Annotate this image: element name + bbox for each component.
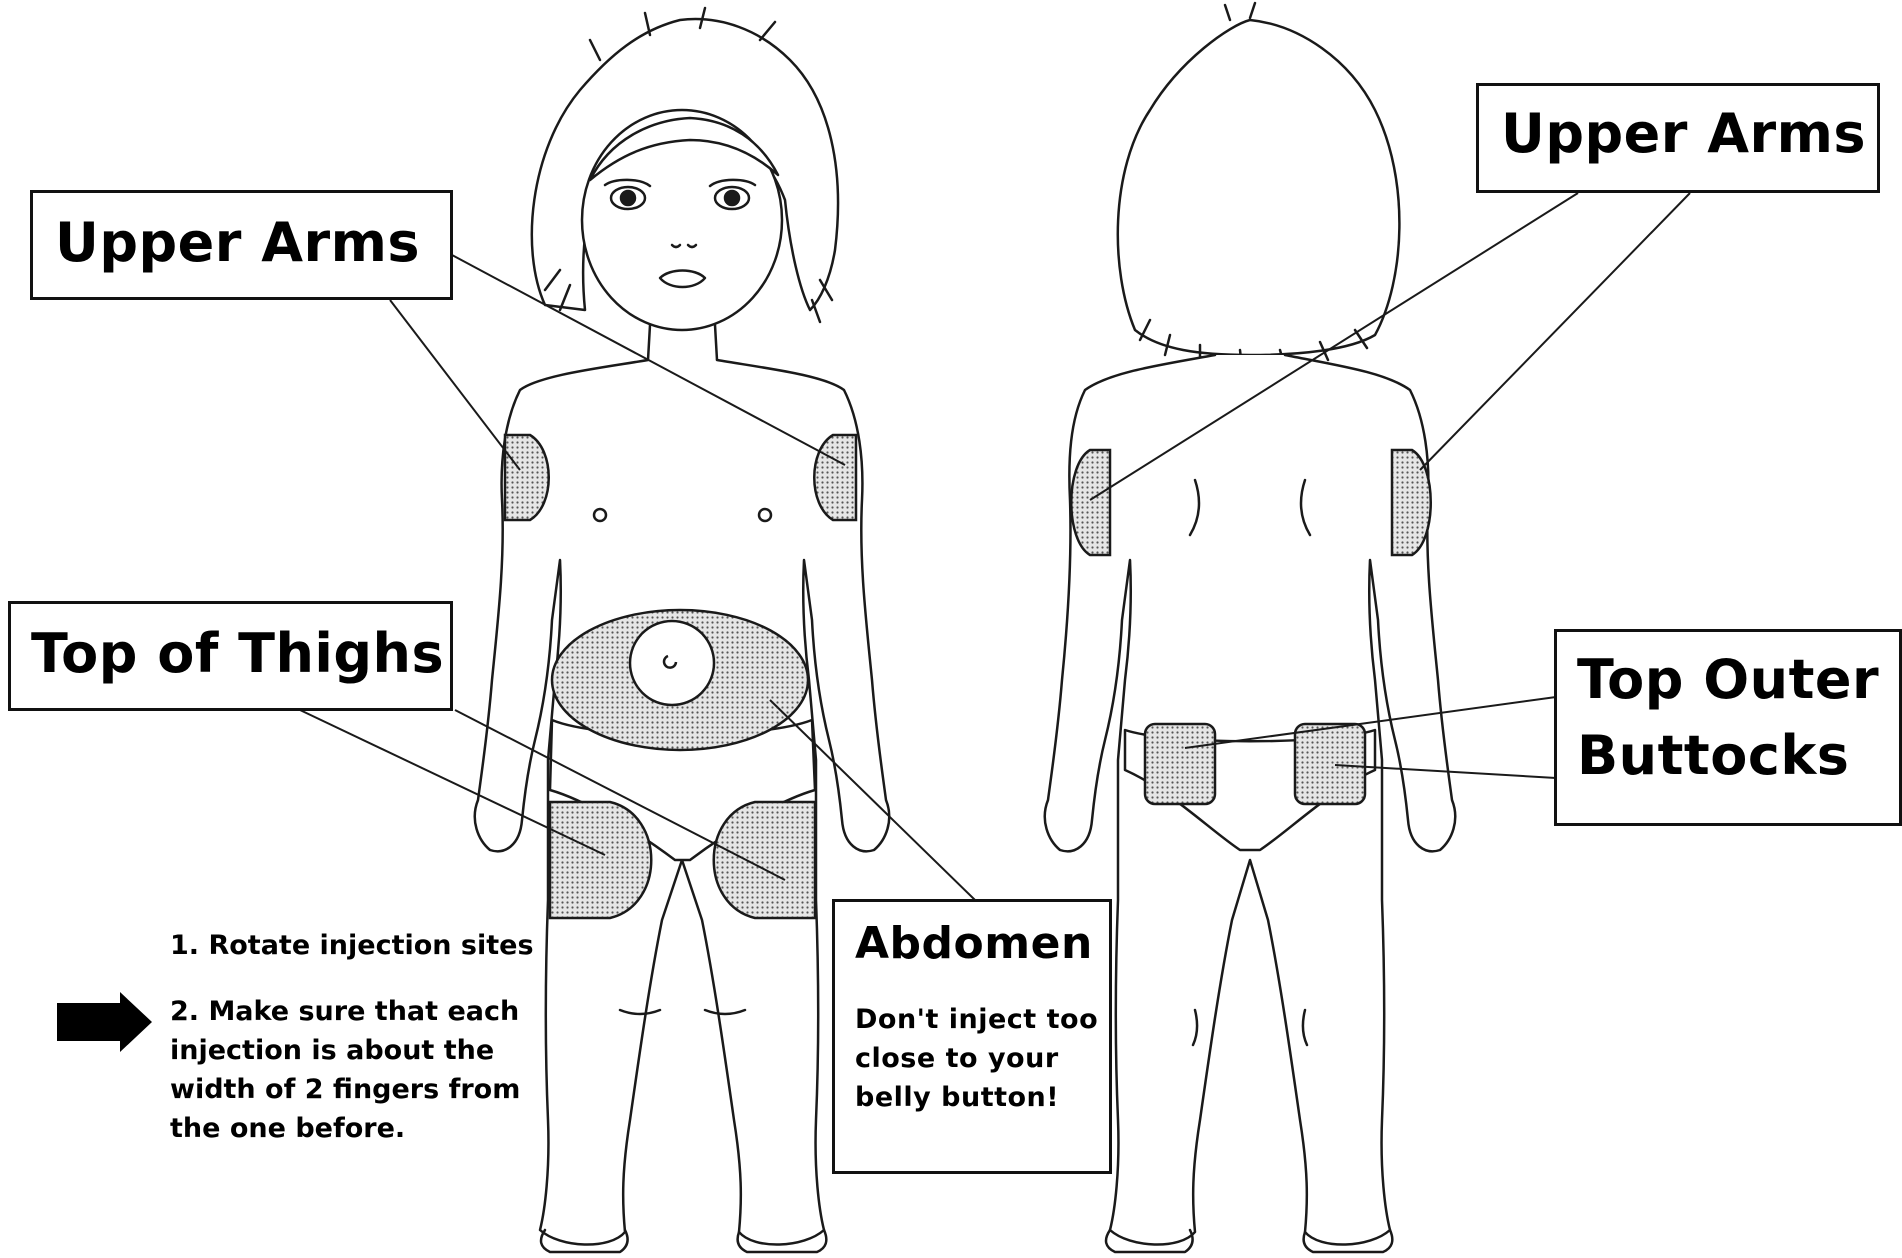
leader-upper-arms-right-2 [1420, 193, 1690, 470]
abdomen-note-line3: belly button! [855, 1078, 1059, 1117]
back-hair [1118, 20, 1400, 355]
abdomen-label: Abdomen [855, 918, 1093, 970]
site-front-left-upper-arm [505, 435, 549, 520]
upper-arms-left-label: Upper Arms [55, 213, 420, 273]
abdomen-note-line2: close to your [855, 1039, 1059, 1078]
instruction-step-2-line4: the one before. [170, 1109, 405, 1148]
abdomen-note-line1: Don't inject too [855, 1000, 1098, 1039]
top-outer-buttocks-label-line1: Top Outer [1577, 650, 1879, 710]
instruction-step-2-line1: 2. Make sure that each [170, 992, 519, 1031]
site-left-thigh [550, 802, 651, 918]
instruction-step-1: 1. Rotate injection sites [170, 926, 534, 965]
label-box-abdomen: Abdomen Don't inject too close to your b… [832, 899, 1112, 1174]
right-arrow-icon [57, 992, 152, 1052]
site-back-left-upper-arm [1071, 450, 1110, 555]
instruction-step-2-line2: injection is about the [170, 1031, 494, 1070]
site-right-buttock [1295, 724, 1365, 804]
top-outer-buttocks-label-line2: Buttocks [1577, 726, 1849, 786]
label-box-upper-arms-right: Upper Arms [1476, 83, 1880, 193]
site-left-buttock [1145, 724, 1215, 804]
label-box-top-of-thighs: Top of Thighs [8, 601, 453, 711]
site-right-thigh [714, 802, 815, 918]
leader-upper-arms-left-1 [390, 300, 520, 470]
instruction-step-2-line3: width of 2 fingers from [170, 1070, 520, 1109]
label-box-top-outer-buttocks: Top Outer Buttocks [1554, 629, 1902, 826]
site-front-right-upper-arm [814, 435, 856, 520]
belly-button-exclusion [630, 621, 714, 705]
label-box-upper-arms-left: Upper Arms [30, 190, 453, 300]
top-of-thighs-label: Top of Thighs [31, 624, 444, 684]
upper-arms-right-label: Upper Arms [1501, 104, 1866, 164]
